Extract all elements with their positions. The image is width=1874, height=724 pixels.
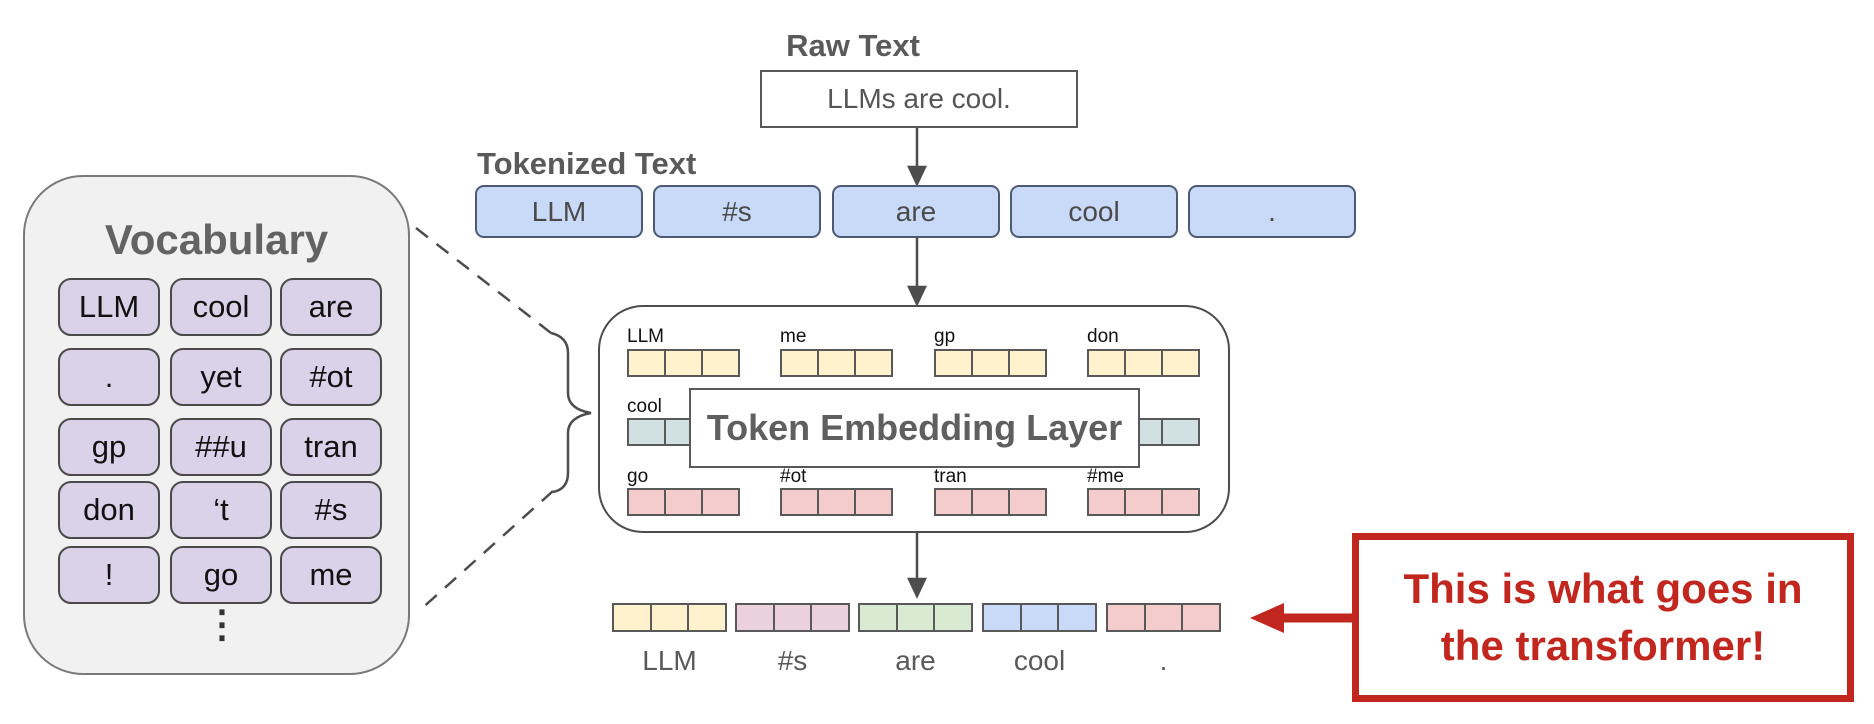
vocab-chip: go xyxy=(170,546,272,604)
vocab-chip-text: gp xyxy=(91,429,127,464)
token-chip: cool xyxy=(1010,185,1178,238)
vocab-chip: #ot xyxy=(280,348,382,406)
embed-token-label: me xyxy=(780,326,807,347)
vocab-chip: yet xyxy=(170,348,272,406)
token-chip: LLM xyxy=(475,185,643,238)
callout-box: This is what goes in the transformer! xyxy=(1352,533,1854,702)
embedding-vector xyxy=(627,349,740,377)
embedding-vector xyxy=(780,488,893,516)
embedding-vector xyxy=(934,349,1047,377)
callout-line2: the transformer! xyxy=(1440,621,1766,669)
embedding-vector xyxy=(627,488,740,516)
embed-token-label: tran xyxy=(934,466,967,487)
vocab-chip-text: . xyxy=(104,359,114,394)
vocab-chip-text: ##u xyxy=(195,429,247,464)
flow-arrows xyxy=(907,128,927,599)
vocab-chip-text: cool xyxy=(192,289,250,324)
embedding-vector xyxy=(1087,349,1200,377)
vocab-chip: #s xyxy=(280,481,382,539)
embedding-vector xyxy=(780,349,893,377)
token-text: LLM xyxy=(531,195,587,227)
token-chip: are xyxy=(832,185,1000,238)
embed-token-label: #me xyxy=(1087,466,1124,487)
curly-brace xyxy=(550,331,592,494)
tokenized-text-heading: Tokenized Text xyxy=(477,146,697,181)
embed-token-label: cool xyxy=(627,396,662,417)
vocab-chip-text: don xyxy=(83,492,135,527)
raw-text-value: LLMs are cool. xyxy=(827,83,1011,114)
dashed-link-top xyxy=(415,227,552,334)
output-vector xyxy=(982,603,1097,632)
token-text: cool xyxy=(1068,195,1120,227)
raw-text-heading: Raw Text xyxy=(786,28,920,63)
token-text: are xyxy=(895,195,937,227)
output-vector xyxy=(1106,603,1221,632)
callout-line1: This is what goes in xyxy=(1403,564,1803,612)
embedding-vector xyxy=(934,488,1047,516)
vocab-ellipsis: ⋮ xyxy=(203,604,241,646)
vocab-chip-text: #ot xyxy=(309,359,353,394)
embed-token-label: #ot xyxy=(780,466,807,487)
output-vector-label: cool xyxy=(1013,645,1066,676)
output-vector-label: . xyxy=(1159,645,1168,676)
vocab-chip-text: go xyxy=(203,557,239,592)
vocab-chip-text: ‘t xyxy=(213,492,229,527)
output-vector-label: LLM xyxy=(642,645,697,676)
token-chip: . xyxy=(1188,185,1356,238)
vocab-chip: are xyxy=(280,278,382,336)
vocab-chip: tran xyxy=(280,418,382,476)
vocab-chip: gp xyxy=(58,418,160,476)
output-vector xyxy=(612,603,727,632)
output-vector xyxy=(735,603,850,632)
vocab-chip: me xyxy=(280,546,382,604)
vocab-chip: ##u xyxy=(170,418,272,476)
vocab-chip: ! xyxy=(58,546,160,604)
embed-token-label: go xyxy=(627,466,649,487)
token-text: . xyxy=(1268,195,1276,227)
vocab-chip-text: ! xyxy=(104,557,114,592)
dashed-link-bottom xyxy=(418,490,554,612)
vocab-chip-text: me xyxy=(309,557,353,592)
token-chip: #s xyxy=(653,185,821,238)
vocab-chip: ‘t xyxy=(170,481,272,539)
embed-token-label: LLM xyxy=(627,326,664,347)
red-arrow xyxy=(1250,603,1352,633)
output-vector-label: #s xyxy=(777,645,808,676)
output-vector xyxy=(858,603,973,632)
vocab-chip: . xyxy=(58,348,160,406)
vocab-chip: LLM xyxy=(58,278,160,336)
vocab-chip: cool xyxy=(170,278,272,336)
vocab-chip-text: are xyxy=(308,289,354,324)
vocab-chip: don xyxy=(58,481,160,539)
token-embedding-layer-title: Token Embedding Layer xyxy=(706,407,1123,448)
vocab-chip-text: yet xyxy=(200,359,242,394)
embed-token-label: gp xyxy=(934,326,956,347)
raw-text-box: LLMs are cool. xyxy=(760,70,1078,128)
embed-token-label: don xyxy=(1087,326,1119,347)
output-vector-label: are xyxy=(895,645,936,676)
vocab-chip-text: LLM xyxy=(78,289,140,324)
vocab-chip-text: tran xyxy=(304,429,358,464)
vocab-chip-text: #s xyxy=(314,492,348,527)
vocabulary-title: Vocabulary xyxy=(104,216,329,263)
embedding-vector xyxy=(1087,488,1200,516)
token-text: #s xyxy=(722,195,752,227)
token-embedding-layer-box: Token Embedding Layer xyxy=(689,388,1140,468)
